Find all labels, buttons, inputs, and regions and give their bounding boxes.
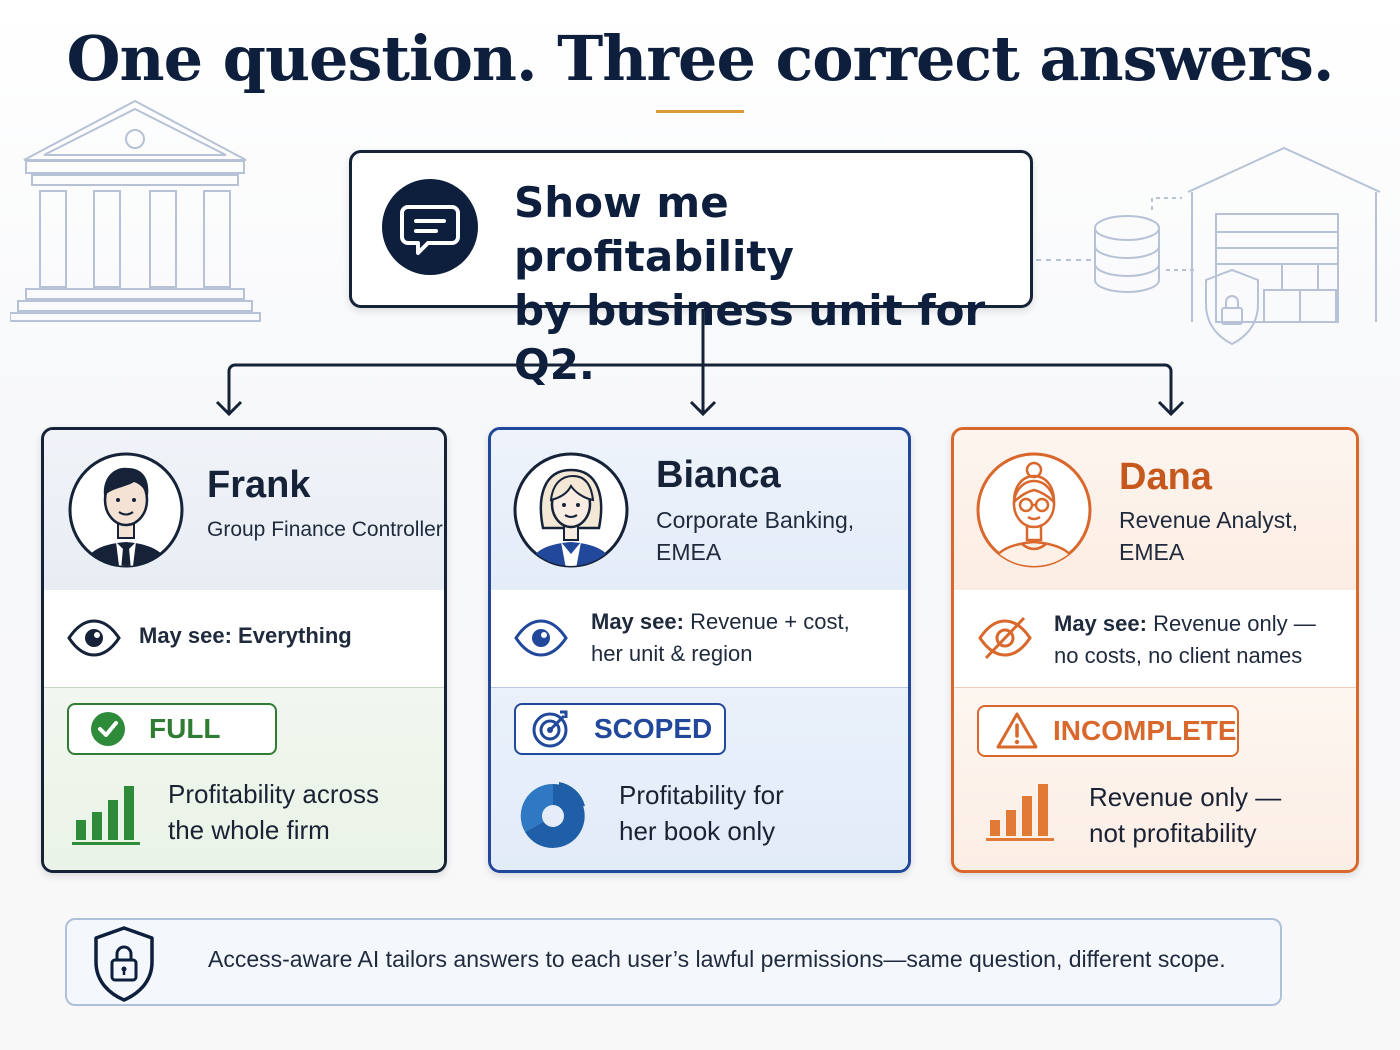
status-badge: INCOMPLETE	[977, 705, 1239, 757]
result-text: Profitability across the whole firm	[168, 776, 379, 848]
badge-label: SCOPED	[594, 713, 713, 744]
user-role: Corporate Banking, EMEA	[656, 504, 854, 568]
permission-row: May see: Revenue only — no costs, no cli…	[954, 590, 1356, 688]
result-line: Profitability for	[619, 780, 784, 810]
badge-label: FULL	[149, 713, 221, 744]
permission-prefix: May see: Everything	[139, 623, 352, 648]
permission-text: May see: Everything	[139, 620, 352, 652]
question-text: Show me profitability by business unit f…	[514, 176, 1014, 392]
eye-icon	[67, 619, 121, 657]
permission-line: no costs, no client names	[1054, 643, 1303, 668]
result-line: Revenue only —	[1089, 782, 1282, 812]
result-line: not profitability	[1089, 818, 1257, 848]
avatar	[68, 452, 184, 568]
footer-text: Access-aware AI tailors answers to each …	[208, 946, 1226, 972]
role-line: Revenue Analyst,	[1119, 507, 1299, 533]
arrow-down-icon	[215, 400, 243, 417]
user-role: Group Finance Controller	[207, 514, 443, 546]
data-warehouse-illustration	[1036, 146, 1381, 346]
page-title: One question. Three correct answers.	[66, 22, 1334, 95]
footer-banner	[65, 918, 1282, 1006]
user-card-bianca: Bianca Corporate Banking, EMEA May see: …	[488, 427, 911, 873]
role-line: EMEA	[1119, 539, 1185, 565]
result-section: FULL Profitability across the whole firm	[44, 688, 444, 870]
user-name: Bianca	[656, 454, 781, 496]
eye-off-icon	[978, 616, 1032, 660]
target-icon	[532, 710, 568, 748]
title-underline	[656, 110, 744, 113]
check-circle-icon	[91, 712, 125, 746]
chat-bubble-icon	[382, 179, 478, 275]
shield-lock-icon	[94, 926, 154, 1002]
user-name: Frank	[207, 464, 311, 506]
result-text: Revenue only — not profitability	[1089, 779, 1281, 851]
role-line: Corporate Banking,	[656, 507, 855, 533]
role-line: Group Finance Controller	[207, 518, 443, 541]
avatar	[976, 452, 1092, 568]
result-line: Profitability across	[168, 779, 379, 809]
arrow-down-icon	[689, 400, 717, 417]
permission-row: May see: Everything	[44, 590, 444, 688]
result-line: the whole firm	[168, 815, 330, 845]
permission-prefix: May see:	[591, 609, 684, 634]
permission-prefix: May see:	[1054, 611, 1147, 636]
permission-text: May see: Revenue only — no costs, no cli…	[1054, 608, 1316, 672]
branch-connector	[215, 309, 1185, 417]
result-section: INCOMPLETE Revenue only — not profitabil…	[954, 688, 1356, 870]
arrow-down-icon	[1157, 400, 1185, 417]
user-name: Dana	[1119, 456, 1212, 498]
permission-row: May see: Revenue + cost, her unit & regi…	[491, 590, 908, 688]
pie-chart-icon	[520, 782, 585, 848]
status-badge: FULL	[67, 703, 277, 755]
card-header: Bianca Corporate Banking, EMEA	[491, 430, 908, 590]
permission-line: her unit & region	[591, 641, 753, 666]
avatar	[513, 452, 629, 568]
permission-text: May see: Revenue + cost, her unit & regi…	[591, 606, 850, 670]
badge-label: INCOMPLETE	[1053, 715, 1237, 746]
permission-line: Revenue only —	[1153, 611, 1316, 636]
bar-chart-icon	[72, 786, 140, 845]
permission-line: Revenue + cost,	[690, 609, 850, 634]
bank-building-illustration	[10, 99, 261, 322]
bar-chart-icon	[986, 784, 1054, 841]
eye-icon	[514, 619, 568, 657]
user-card-frank: Frank Group Finance Controller May see: …	[41, 427, 447, 873]
card-header: Frank Group Finance Controller	[44, 430, 444, 590]
result-line: her book only	[619, 816, 776, 846]
result-text: Profitability for her book only	[619, 777, 784, 849]
user-role: Revenue Analyst, EMEA	[1119, 504, 1298, 568]
status-badge: SCOPED	[514, 703, 726, 755]
card-header: Dana Revenue Analyst, EMEA	[954, 430, 1356, 590]
user-card-dana: Dana Revenue Analyst, EMEA May see: Reve…	[951, 427, 1359, 873]
role-line: EMEA	[656, 539, 722, 565]
question-line-1: Show me profitability	[514, 178, 794, 281]
result-section: SCOPED Profitability for her book only	[491, 688, 908, 870]
warning-icon	[996, 712, 1038, 749]
